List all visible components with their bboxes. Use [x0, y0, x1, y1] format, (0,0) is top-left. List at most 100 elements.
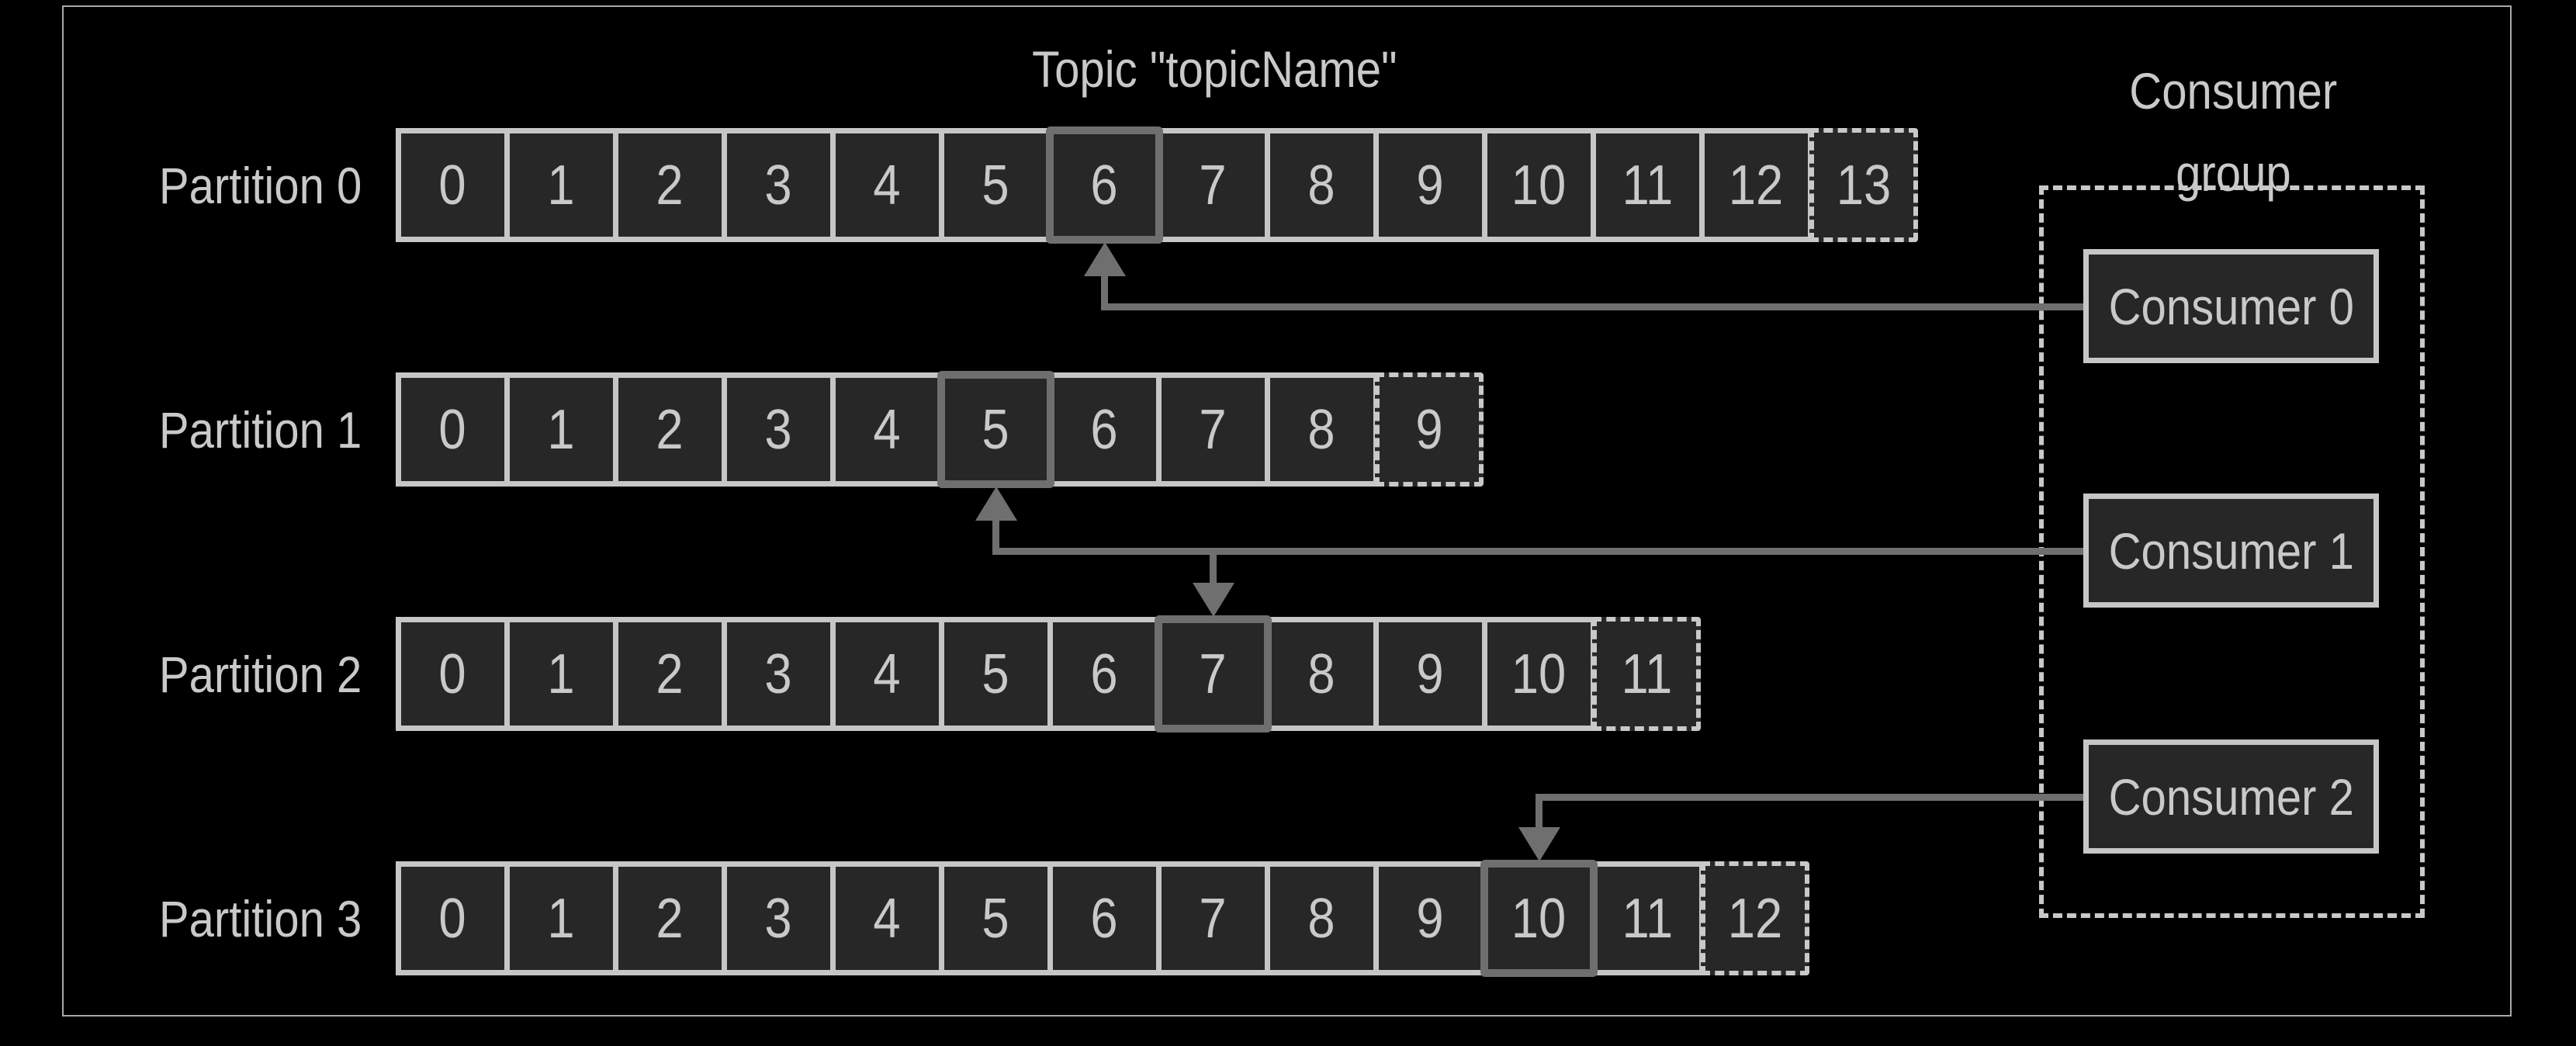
arrow-consumer-1-partition-1-shaft: [992, 520, 999, 555]
partition-2-cell-5: 5: [944, 622, 1047, 726]
cell-number: 1: [547, 154, 576, 216]
cell-number: 1: [547, 887, 576, 950]
partition-3-cell-10-current-offset: 10: [1480, 860, 1598, 977]
cell-number: 3: [764, 398, 793, 461]
outer-frame: [62, 5, 2512, 1017]
partition-0-cell-7: 7: [1162, 133, 1265, 237]
arrow-consumer-0-horizontal: [1101, 303, 2083, 310]
partition-3-cell-1: 1: [510, 867, 613, 970]
partition-label-2: Partition 2: [158, 646, 362, 703]
cell-number: 13: [1836, 154, 1892, 216]
cell-number: 8: [1307, 887, 1336, 950]
partition-2-cell-3: 3: [727, 622, 830, 726]
cell-number: 7: [1199, 642, 1227, 705]
consumer-box-2: Consumer 2: [2083, 739, 2379, 854]
cell-number: 6: [1090, 154, 1119, 216]
cell-number: 6: [1090, 887, 1119, 950]
cell-number: 8: [1307, 642, 1336, 705]
partition-1-cell-2: 2: [618, 378, 722, 481]
partition-1-cell-3: 3: [727, 378, 830, 481]
consumer-group-label: Consumer group: [2039, 50, 2427, 214]
cell-number: 10: [1511, 887, 1567, 950]
partition-2-cell-2: 2: [618, 622, 722, 726]
arrow-consumer-1-partition-1-head-up-icon: [975, 487, 1017, 521]
topic-title-text: Topic "topicName": [1031, 40, 1397, 98]
partition-3-cell-2: 2: [618, 867, 722, 970]
partition-3-cell-3: 3: [727, 867, 830, 970]
cell-number: 9: [1416, 642, 1445, 705]
cell-number: 0: [438, 887, 467, 950]
cell-number: 2: [656, 642, 684, 705]
partition-1-cell-0: 0: [401, 378, 504, 481]
cell-number: 5: [982, 398, 1010, 461]
cell-number: 9: [1416, 887, 1445, 950]
cell-number: 5: [982, 154, 1010, 216]
partition-0-cell-0: 0: [401, 133, 504, 237]
cell-number: 12: [1729, 154, 1784, 216]
topic-title: Topic "topicName": [826, 40, 1602, 98]
consumer-box-1: Consumer 1: [2083, 494, 2379, 608]
arrow-consumer-2-horizontal: [1536, 793, 2083, 801]
cell-number: 1: [547, 642, 576, 705]
partition-1-cell-7: 7: [1162, 378, 1265, 481]
cell-number: 4: [873, 398, 902, 461]
partition-0-next-cell-13: 13: [1809, 128, 1918, 242]
arrow-consumer-0-partition-0-head-up-icon: [1083, 242, 1126, 276]
partition-2-cell-1: 1: [510, 622, 613, 726]
partition-3-cell-0: 0: [401, 867, 504, 970]
arrow-consumer-2-partition-3-head-down-icon: [1518, 827, 1560, 861]
cell-number: 2: [656, 154, 684, 216]
arrow-consumer-1-partition-2-shaft: [1210, 547, 1217, 583]
cell-number: 0: [438, 398, 467, 461]
partition-label-3: Partition 3: [158, 890, 362, 947]
partition-2-cell-7-current-offset: 7: [1155, 615, 1272, 733]
cell-number: 0: [438, 642, 467, 705]
cell-number: 5: [982, 887, 1010, 950]
partition-label-0: Partition 0: [158, 157, 362, 214]
cell-number: 6: [1090, 642, 1119, 705]
partition-1-cell-1: 1: [510, 378, 613, 481]
arrow-consumer-1-horizontal: [992, 547, 2083, 555]
cell-number: 1: [547, 398, 576, 461]
consumer-group-label-line1: Consumer: [2129, 62, 2337, 119]
partition-2-cell-4: 4: [836, 622, 939, 726]
partition-0-cell-9: 9: [1379, 133, 1482, 237]
partition-0-cell-5: 5: [944, 133, 1047, 237]
cell-number: 7: [1199, 154, 1227, 216]
cell-number: 9: [1415, 398, 1443, 461]
partition-3-next-cell-12: 12: [1701, 861, 1809, 975]
partition-label-1: Partition 1: [158, 401, 362, 459]
consumer-box-0: Consumer 0: [2083, 249, 2379, 363]
partition-0-cell-1: 1: [510, 133, 613, 237]
partition-2-cell-0: 0: [401, 622, 504, 726]
partition-0-cell-6-current-offset: 6: [1046, 126, 1163, 244]
cell-number: 2: [656, 398, 684, 461]
cell-number: 11: [1622, 154, 1674, 216]
partition-3-cell-5: 5: [944, 867, 1047, 970]
arrow-consumer-0-partition-0-shaft: [1101, 275, 1108, 310]
cell-number: 4: [873, 642, 902, 705]
cell-number: 10: [1511, 642, 1567, 705]
partition-0-cell-12: 12: [1705, 133, 1808, 237]
partition-3-cell-6: 6: [1053, 867, 1156, 970]
cell-number: 3: [764, 154, 793, 216]
cell-number: 12: [1727, 887, 1783, 950]
partition-0-cell-4: 4: [836, 133, 939, 237]
cell-number: 4: [873, 154, 902, 216]
cell-number: 9: [1416, 154, 1445, 216]
cell-number: 11: [1621, 642, 1672, 705]
cell-number: 7: [1199, 887, 1227, 950]
cell-number: 11: [1622, 887, 1674, 950]
consumer-group-label-line2: group: [2175, 144, 2291, 202]
partition-3-cell-9: 9: [1379, 867, 1482, 970]
cell-number: 10: [1511, 154, 1567, 216]
partition-2-cell-9: 9: [1379, 622, 1482, 726]
arrow-consumer-1-partition-2-head-down-icon: [1192, 583, 1234, 617]
partition-3-cell-4: 4: [836, 867, 939, 970]
partition-0-cell-3: 3: [727, 133, 830, 237]
